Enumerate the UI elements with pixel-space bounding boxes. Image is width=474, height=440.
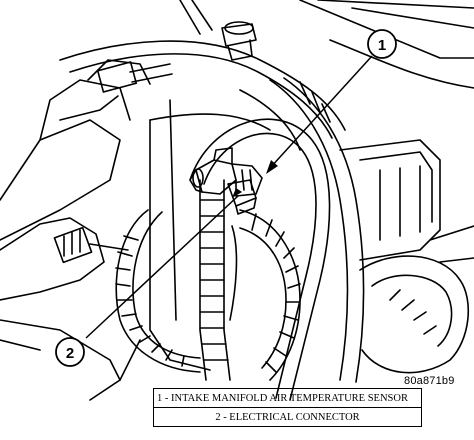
- main-hose-right: [239, 77, 365, 383]
- intake-air-temperature-sensor: [189, 147, 263, 197]
- callout-2: 2: [55, 337, 85, 367]
- arrowhead-2: [232, 188, 242, 198]
- upper-hose: [59, 0, 346, 139]
- leader-arrowheads: [232, 160, 278, 198]
- wiring-harness-right: [229, 209, 301, 381]
- callout-1: 1: [367, 29, 397, 59]
- callout-2-number: 2: [66, 345, 74, 362]
- bolt-fitting: [221, 21, 257, 61]
- lower-frame: [0, 319, 121, 381]
- callout-1-number: 1: [378, 37, 386, 54]
- leader-line-2: [85, 195, 239, 339]
- electrical-connector: [227, 179, 257, 215]
- wiring-harness-center: [199, 179, 231, 381]
- left-lower-connector: [0, 217, 129, 301]
- wiring-harness-left: [115, 209, 201, 373]
- sensor-loop-hose: [189, 118, 331, 401]
- leader-lines: [85, 55, 373, 339]
- right-machinery: [339, 139, 474, 374]
- legend-table: 1 - INTAKE MANIFOLD AIR TEMPERATURE SENS…: [153, 388, 422, 427]
- legend-row: 1 - INTAKE MANIFOLD AIR TEMPERATURE SENS…: [153, 388, 422, 408]
- legend-item-2: 2 - ELECTRICAL CONNECTOR: [153, 407, 422, 427]
- leader-line-1: [269, 55, 373, 169]
- arrowhead-1: [266, 160, 278, 174]
- legend-item-1: 1 - INTAKE MANIFOLD AIR TEMPERATURE SENS…: [153, 388, 422, 408]
- legend-row: 2 - ELECTRICAL CONNECTOR: [153, 407, 422, 427]
- left-bracket: [0, 59, 173, 241]
- figure-id: 80a871b9: [404, 375, 455, 387]
- upper-frame: [299, 0, 474, 89]
